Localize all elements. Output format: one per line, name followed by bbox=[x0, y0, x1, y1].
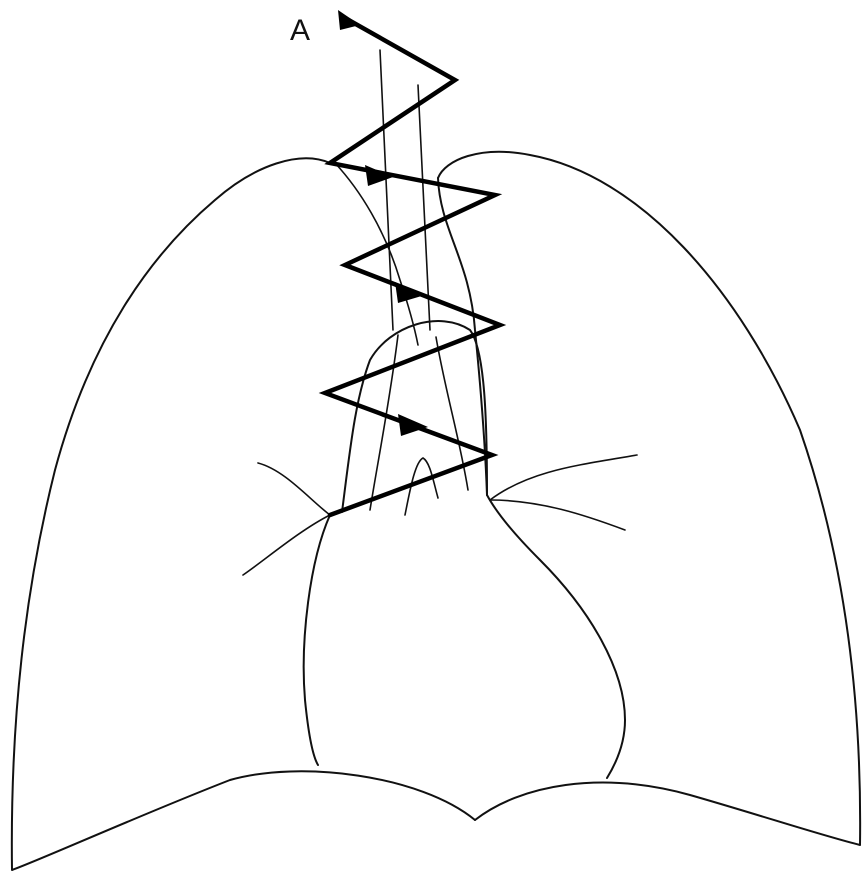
left-lung-medial-border bbox=[438, 178, 487, 495]
trachea-line-left bbox=[380, 50, 393, 330]
right-hilar-branch-lower bbox=[243, 515, 330, 575]
esophagus-line-left bbox=[370, 335, 398, 510]
right-lung-medial-border bbox=[335, 163, 418, 345]
left-hilar-branch-upper bbox=[490, 455, 637, 500]
heart-outline bbox=[304, 495, 625, 778]
arrowhead-1 bbox=[365, 165, 393, 186]
left-hilar-branch-lower bbox=[490, 500, 625, 530]
left-lung-outline bbox=[438, 152, 860, 845]
right-hilar-branch-upper bbox=[258, 463, 330, 515]
arrowhead-3 bbox=[398, 414, 428, 436]
label-a: A bbox=[290, 14, 310, 47]
